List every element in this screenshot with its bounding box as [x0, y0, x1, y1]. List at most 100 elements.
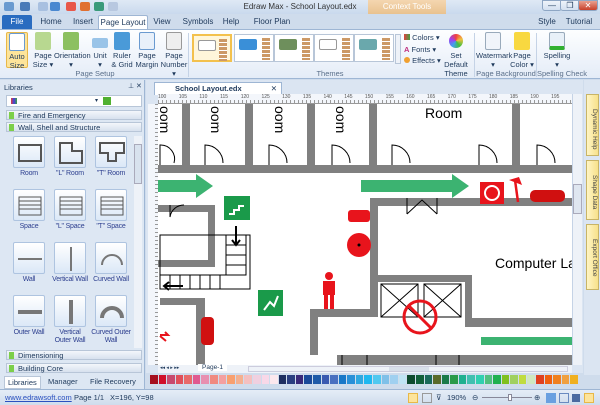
zoom-in-button[interactable]: ⊕ [534, 393, 541, 402]
page-nav-buttons[interactable]: ◂◂ ◂ ▸ ▸▸ [160, 365, 180, 371]
color-swatch[interactable] [295, 375, 304, 384]
ruler-grid-button[interactable]: Ruler& Grid [110, 32, 134, 69]
library-search-input[interactable]: ▾ [6, 95, 142, 107]
shape-data-tab[interactable]: Shape Data [586, 160, 599, 220]
theme-2[interactable] [234, 34, 274, 62]
effects-button[interactable]: Effects ▾ [404, 56, 441, 65]
color-swatch[interactable] [553, 375, 561, 384]
spelling-button[interactable]: Spelling▾ [540, 32, 574, 69]
theme-1[interactable] [192, 34, 232, 62]
color-swatch[interactable] [175, 375, 184, 384]
export-pdf-icon[interactable] [66, 2, 76, 11]
color-swatch[interactable] [373, 375, 381, 384]
color-swatch[interactable] [312, 375, 321, 384]
color-swatch[interactable] [244, 375, 252, 384]
category-dimensioning[interactable]: Dimensioning [6, 350, 142, 360]
color-swatch[interactable] [441, 375, 450, 384]
watermark-button[interactable]: Watermark▾ [476, 32, 512, 69]
scroll-thumb[interactable] [134, 144, 142, 184]
shape-space[interactable]: Space [8, 189, 50, 243]
color-swatch[interactable] [501, 375, 510, 384]
color-swatch[interactable] [347, 375, 355, 384]
tab-page-layout[interactable]: Page Layout [98, 15, 148, 29]
color-swatch[interactable] [235, 375, 244, 384]
color-swatch[interactable] [218, 375, 227, 384]
shape-room[interactable]: Room [8, 136, 50, 190]
tab-view[interactable]: View [153, 17, 171, 26]
color-swatch[interactable] [570, 375, 578, 384]
color-swatch[interactable] [484, 375, 493, 384]
color-swatch[interactable] [398, 375, 407, 384]
tab-home[interactable]: Home [40, 17, 62, 26]
export-ppt-icon[interactable] [80, 2, 90, 11]
dynamic-help-tab[interactable]: Dynamic Help [586, 94, 599, 156]
export-image-icon[interactable] [94, 2, 104, 11]
tab-manager[interactable]: Manager [48, 377, 78, 386]
color-swatch[interactable] [561, 375, 570, 384]
zoom-out-button[interactable]: ⊖ [472, 393, 479, 402]
tutorial-button[interactable]: Tutorial [562, 15, 596, 29]
color-swatch[interactable] [201, 375, 210, 384]
tab-libraries[interactable]: Libraries [4, 376, 41, 389]
zoom-slider[interactable] [482, 394, 532, 401]
color-swatch[interactable] [536, 375, 544, 384]
shape-wall[interactable]: Wall [8, 242, 50, 296]
shape-tspace[interactable]: "T" Space [90, 189, 132, 243]
go-icon[interactable] [103, 97, 111, 105]
undo-icon[interactable] [20, 2, 30, 11]
theme-5[interactable] [354, 34, 394, 62]
color-swatch[interactable] [544, 375, 553, 384]
tab-file-recovery[interactable]: File Recovery [90, 377, 136, 386]
color-swatch[interactable] [475, 375, 484, 384]
shape-lroom[interactable]: "L" Room [49, 136, 91, 190]
library-scrollbar[interactable] [134, 136, 142, 348]
tab-help[interactable]: Help [222, 17, 240, 26]
shape-owall[interactable]: Outer Wall [8, 295, 50, 348]
zoom-slider-thumb[interactable] [508, 394, 512, 401]
color-swatch[interactable] [390, 375, 398, 384]
vertical-scrollbar[interactable] [572, 94, 582, 365]
zoom-tool-icon[interactable] [559, 393, 569, 403]
themes-scroll[interactable] [395, 34, 401, 64]
color-swatch[interactable] [458, 375, 467, 384]
color-swatch[interactable] [287, 375, 295, 384]
category-building-core[interactable]: Building Core [6, 363, 142, 373]
category-fire-emergency[interactable]: Fire and Emergency [6, 110, 142, 120]
color-swatch[interactable] [355, 375, 364, 384]
drawing-canvas[interactable]: oom oom oom oom Room Computer La [158, 104, 572, 365]
colors-button[interactable]: Colors ▾ [404, 33, 440, 42]
print-preview-icon[interactable] [108, 2, 118, 11]
panel-toggle-icon[interactable] [584, 393, 594, 403]
color-swatch[interactable] [450, 375, 458, 384]
tab-insert[interactable]: Insert [72, 17, 93, 26]
color-swatch[interactable] [407, 375, 415, 384]
color-swatch[interactable] [192, 375, 201, 384]
shape-lspace[interactable]: "L" Space [49, 189, 91, 243]
color-swatch[interactable] [278, 375, 287, 384]
orientation-button[interactable]: Orientation▾ [54, 32, 91, 69]
color-swatch[interactable] [527, 375, 536, 384]
dropdown-icon[interactable]: ▾ [95, 98, 99, 104]
close-button[interactable]: ✕ [578, 0, 598, 11]
normal-view-icon[interactable] [408, 393, 418, 403]
color-swatch[interactable] [167, 375, 175, 384]
color-swatch[interactable] [381, 375, 390, 384]
shape-cwall[interactable]: Curved Wall [90, 242, 132, 296]
color-swatch[interactable] [415, 375, 424, 384]
shape-vwall[interactable]: Vertical Wall [49, 242, 91, 296]
color-swatch[interactable] [210, 375, 218, 384]
shape-troom[interactable]: "T" Room [90, 136, 132, 190]
fullscreen-icon[interactable] [572, 394, 580, 402]
category-wall-shell-structure[interactable]: Wall, Shell and Structure [6, 122, 142, 132]
unit-button[interactable]: Unit▾ [90, 32, 110, 69]
theme-3[interactable] [274, 34, 314, 62]
export-office-tab[interactable]: Export Office [586, 224, 599, 290]
color-swatch[interactable] [158, 375, 167, 384]
